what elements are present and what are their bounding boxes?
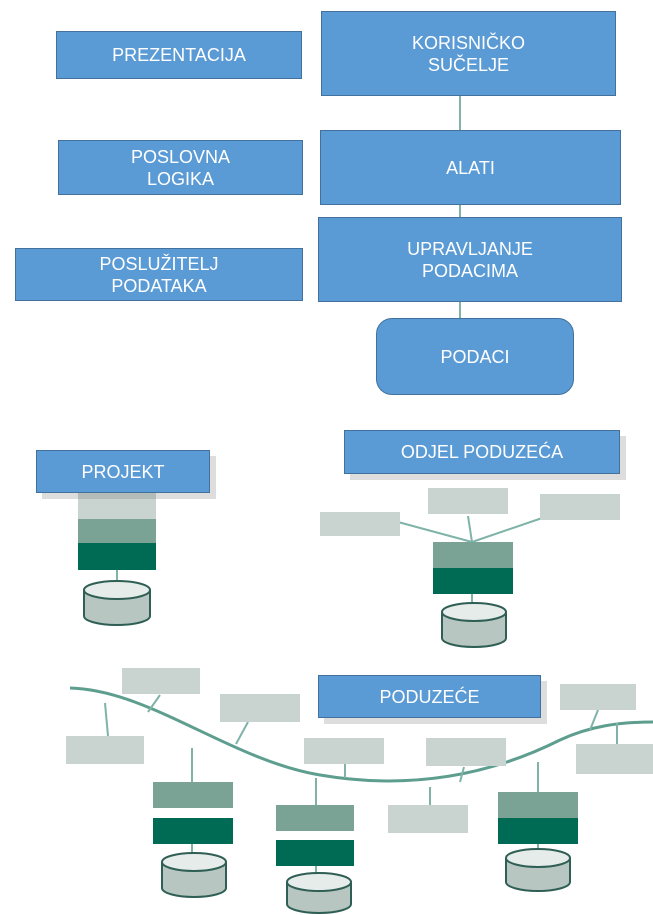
stack-user-interface: KORISNIČKO SUČELJE bbox=[321, 11, 616, 96]
enterprise-workstations bbox=[66, 668, 653, 833]
department-database-icon bbox=[441, 602, 507, 648]
enterprise-connectors bbox=[104, 694, 618, 805]
enterprise-database-icon bbox=[161, 852, 227, 898]
stack-data-management: UPRAVLJANJE PODACIMA bbox=[318, 217, 622, 302]
scenario-department-text: ODJEL PODUZEĆA bbox=[400, 442, 564, 462]
layer-label-data-server-text: POSLUŽITELJ PODATAKA bbox=[99, 253, 219, 296]
scenario-enterprise-title: PODUZEĆE bbox=[318, 675, 541, 718]
enterprise-network-backbone bbox=[69, 686, 653, 783]
scenario-enterprise-text: PODUZEĆE bbox=[379, 686, 480, 707]
stack-data: PODACI bbox=[376, 318, 574, 395]
layer-label-presentation-text: PREZENTACIJA bbox=[112, 45, 246, 65]
layer-label-presentation: PREZENTACIJA bbox=[56, 31, 302, 79]
stack-tools: ALATI bbox=[320, 130, 621, 205]
scenario-department-title: ODJEL PODUZEĆA bbox=[344, 430, 620, 474]
project-database-icon bbox=[83, 580, 151, 626]
stack-tools-text: ALATI bbox=[446, 157, 495, 178]
enterprise-server-stack-1 bbox=[153, 782, 233, 856]
scenario-project-text: PROJEKT bbox=[81, 461, 165, 482]
enterprise-server-stack-2 bbox=[276, 805, 354, 876]
department-workstation bbox=[320, 512, 400, 536]
enterprise-server-stack-3 bbox=[498, 792, 578, 852]
scenario-project-title: PROJEKT bbox=[36, 450, 210, 493]
layer-label-business-logic-text: POSLOVNA LOGIKA bbox=[130, 146, 231, 189]
department-workstation bbox=[540, 494, 620, 520]
stack-user-interface-text: KORISNIČKO SUČELJE bbox=[411, 32, 526, 75]
stack-data-management-text: UPRAVLJANJE PODACIMA bbox=[407, 238, 533, 281]
layer-label-business-logic: POSLOVNA LOGIKA bbox=[58, 140, 303, 195]
department-workstation bbox=[428, 488, 508, 514]
enterprise-database-icon bbox=[505, 848, 571, 892]
layer-label-data-server: POSLUŽITELJ PODATAKA bbox=[15, 248, 303, 301]
stack-data-text: PODACI bbox=[440, 346, 510, 367]
department-connectors bbox=[397, 515, 549, 605]
enterprise-database-icon bbox=[286, 872, 352, 914]
department-server-stack bbox=[433, 542, 513, 594]
project-server-stack bbox=[78, 492, 156, 585]
